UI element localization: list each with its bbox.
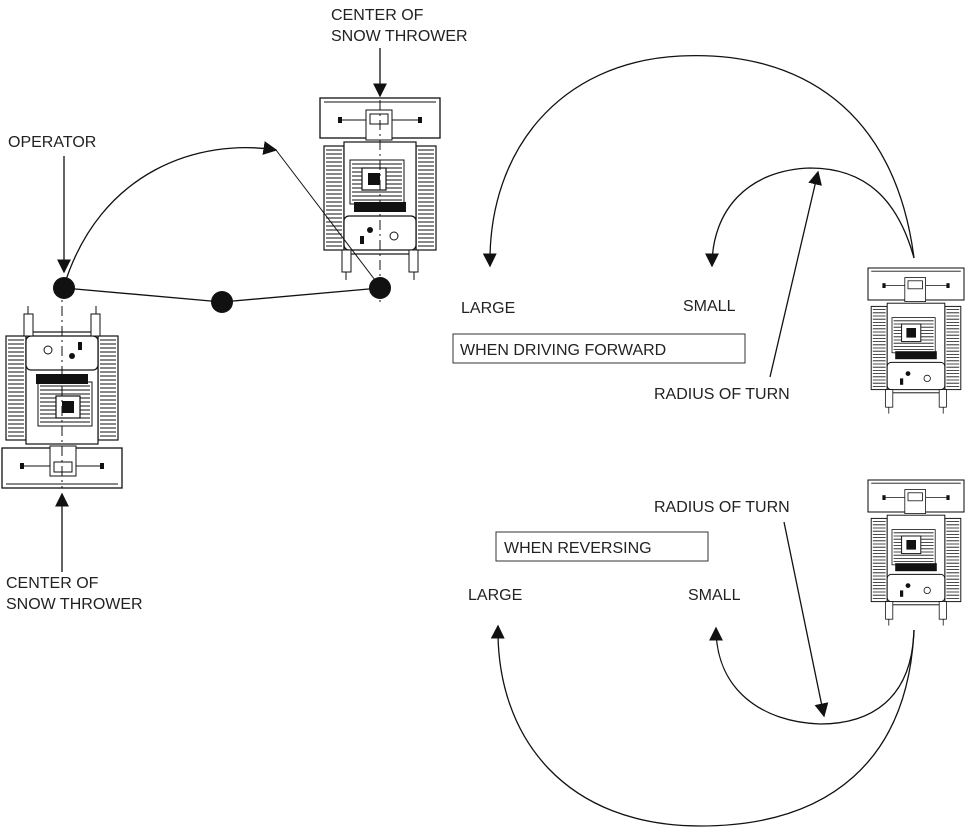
forward-box-label: WHEN DRIVING FORWARD [460,342,666,359]
center-bottom-label-1: CENTER OF [6,575,99,592]
snow-thrower-forward [867,267,965,415]
center-dot [369,277,391,299]
center-bottom-label-2: SNOW THROWER [6,596,143,613]
reverse-large-arc [490,624,915,827]
reverse-radius-arrow [783,521,829,718]
forward-large-arc [482,54,915,268]
center-top-label-2: SNOW THROWER [331,28,468,45]
swing-arc-tail [275,149,379,285]
operator-label: OPERATOR [8,134,96,151]
forward-small-label: SMALL [683,298,736,315]
forward-radius-label: RADIUS OF TURN [654,386,790,403]
forward-radius-arrow [769,170,822,378]
forward-small-arc [705,167,915,268]
reverse-large-label: LARGE [468,587,522,604]
reverse-box [495,531,709,562]
reverse-small-label: SMALL [688,587,741,604]
operator-dot [53,277,75,299]
reverse-radius-label: RADIUS OF TURN [654,499,790,516]
forward-box [452,333,746,364]
reverse-box-label: WHEN REVERSING [504,540,652,557]
snow-thrower-reverse [867,479,965,627]
center-top-label-1: CENTER OF [331,7,424,24]
middle-dot [211,291,233,313]
reverse-small-arc [709,626,915,725]
swing-arc [63,141,278,287]
forward-large-label: LARGE [461,300,515,317]
